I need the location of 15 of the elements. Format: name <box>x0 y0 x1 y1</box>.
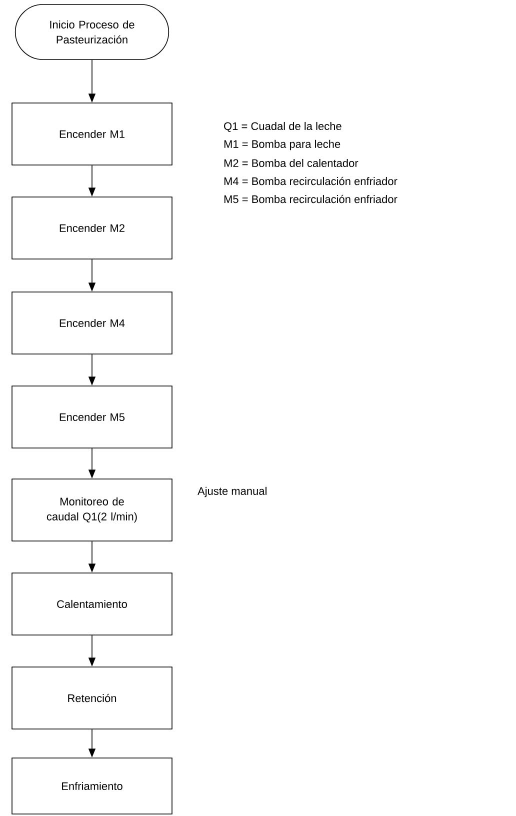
note: Ajuste manual <box>198 486 266 498</box>
legend-text: M4 = Bomba recirculación enfriador <box>224 176 398 186</box>
legend-text: M2 = Bomba del calentador <box>224 158 358 168</box>
process-box: Encender M1 <box>12 102 172 166</box>
process-box: Enfriamiento <box>12 758 172 814</box>
legend-text: M5 = Bomba recirculación enfriador <box>224 194 398 204</box>
process-box: Encender M4 <box>12 292 172 354</box>
legend-text: M1 = Bomba para leche <box>224 140 340 150</box>
process-box: Calentamiento <box>12 572 172 636</box>
process-box: Monitoreo de caudal Q1(2 l/min) <box>12 478 172 542</box>
start-terminal: Inicio Proceso de Pasteurización <box>14 4 170 60</box>
process-box: Retención <box>12 666 172 730</box>
legend-text: Q1 = Cuadal de la leche <box>224 122 342 132</box>
process-box: Encender M5 <box>12 386 172 448</box>
process-box: Encender M2 <box>12 196 172 260</box>
